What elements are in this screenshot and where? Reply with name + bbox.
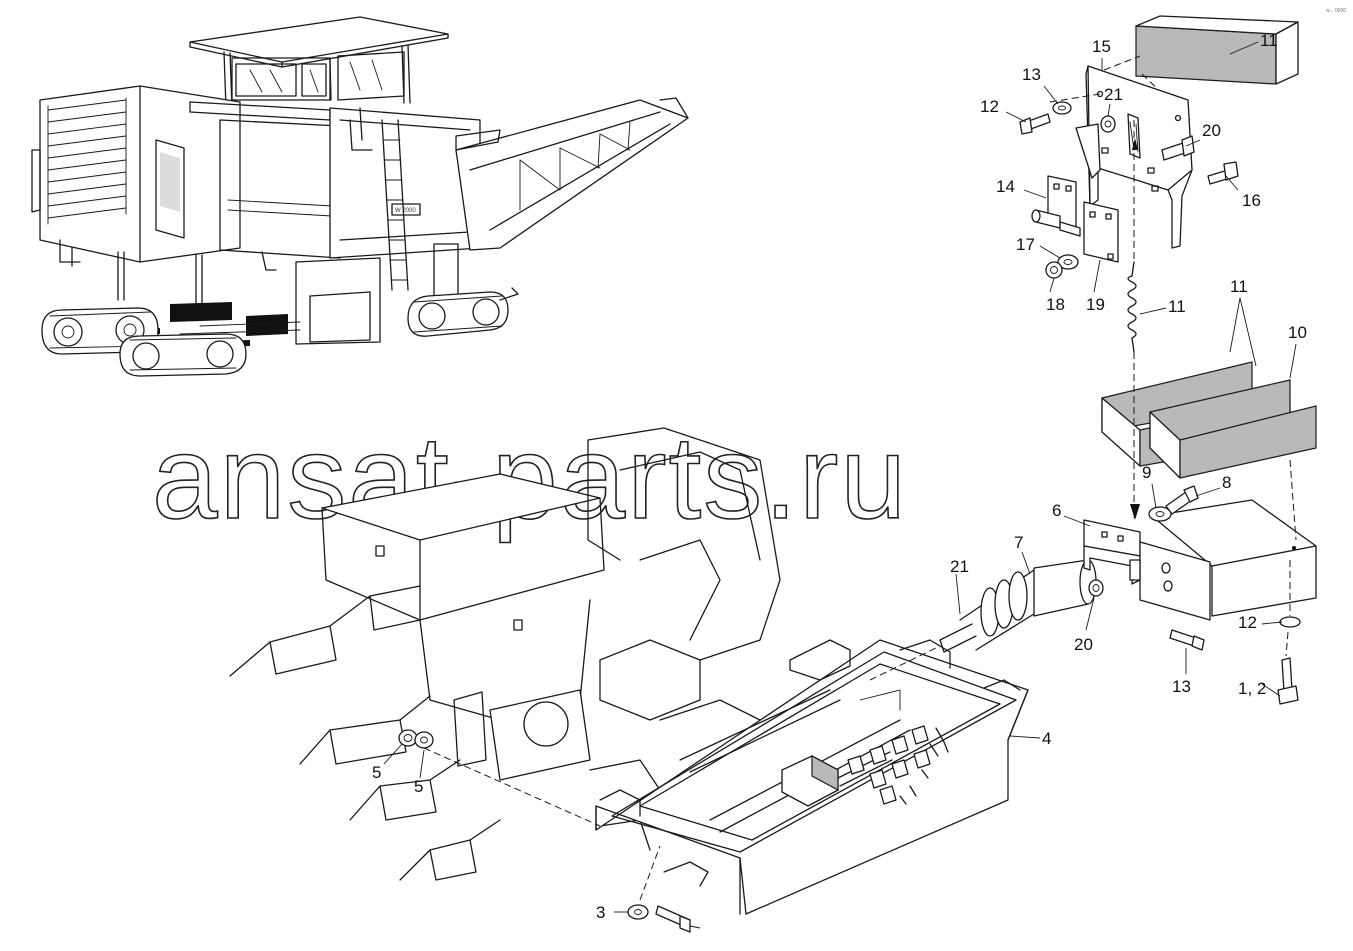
callout-12-lower: 1, 2 <box>1238 679 1266 698</box>
callout-6: 7 <box>1014 533 1023 552</box>
callout-5-upper: 5 <box>414 777 423 796</box>
callout-14-lower: 19 <box>1086 295 1105 314</box>
callout-13-lower: 12 <box>1238 613 1257 632</box>
corner-mark: w... 0000 <box>1326 8 1346 14</box>
callout-20-top: 20 <box>1202 121 1221 140</box>
machine-frame-section <box>229 427 781 881</box>
callout-12-top: 12 <box>980 97 999 116</box>
callout-9: 8 <box>1222 473 1231 492</box>
watermark: ansat-parts.ru <box>152 412 908 544</box>
spring-cylinder <box>869 559 1104 681</box>
pad-top <box>1135 15 1299 85</box>
callout-10: 9 <box>1142 463 1151 482</box>
suspension-plate <box>1019 65 1239 520</box>
callout-20-lower: 13 <box>1172 677 1191 696</box>
callout-21-top: 21 <box>1104 85 1123 104</box>
callout-19: 11 <box>1168 297 1186 316</box>
milling-machine-overview: W 2000 <box>31 16 689 377</box>
tool-tray <box>595 639 1029 915</box>
callout-7: 21 <box>950 557 969 576</box>
callout-leaders <box>383 41 1297 929</box>
callout-5-lower: 3 <box>596 903 605 922</box>
callout-8: 6 <box>1052 501 1061 520</box>
track-rear <box>407 287 519 337</box>
callout-14-upper: 14 <box>996 177 1015 196</box>
callout-11-top: 11 <box>1260 31 1278 50</box>
callout-18: 18 <box>1046 295 1065 314</box>
callout-13-top: 13 <box>1022 65 1041 84</box>
callout-11-middle: 11 <box>1230 277 1248 296</box>
track-front-right <box>119 333 247 377</box>
machine-badge: W 2000 <box>395 208 416 214</box>
callout-21-lower: 20 <box>1074 635 1093 654</box>
callout-17: 17 <box>1016 235 1035 254</box>
callout-1-2: 4 <box>1042 729 1051 748</box>
callout-15: 15 <box>1092 37 1111 56</box>
mounting-bracket <box>1083 485 1317 705</box>
callout-11-right: 10 <box>1288 323 1307 342</box>
pad-right <box>1149 379 1317 479</box>
callout-16: 16 <box>1242 191 1261 210</box>
fasteners-lower <box>398 729 691 933</box>
callout-labels: 11 15 13 21 12 20 14 16 17 18 19 11 11 1… <box>372 31 1307 922</box>
callout-4: 5 <box>372 763 381 782</box>
